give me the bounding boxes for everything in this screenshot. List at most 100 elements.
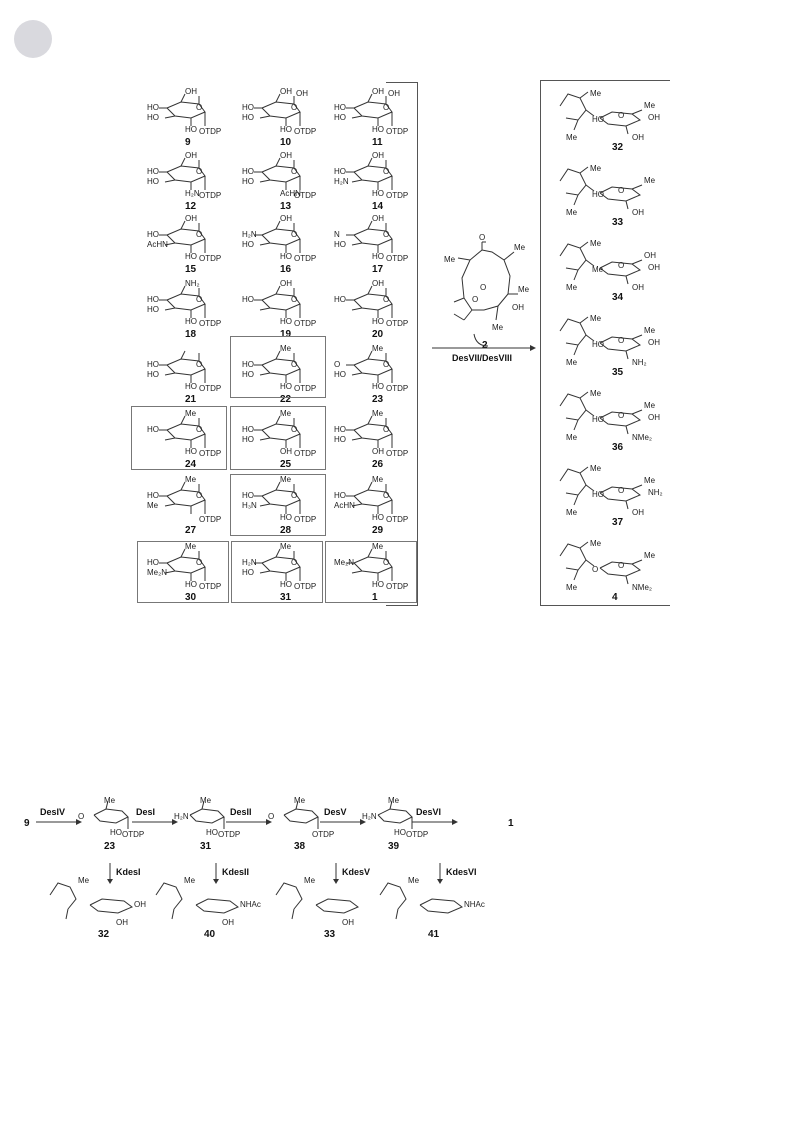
step-label: HO xyxy=(206,828,218,837)
step-enzyme: DesI xyxy=(136,807,155,817)
sugar-label: HO xyxy=(242,370,254,379)
step-enzyme: DesIV xyxy=(40,807,65,817)
library-bracket xyxy=(386,82,418,606)
m2-label-4: O xyxy=(472,295,478,304)
sugar-label: OH xyxy=(280,447,292,456)
product-number: 32 xyxy=(612,142,624,153)
sugar-label: Me xyxy=(280,542,292,551)
product-label: Me xyxy=(644,176,656,185)
sugar-label: OH xyxy=(280,214,292,223)
sugar-label: HO xyxy=(334,425,346,434)
sugar-number: 25 xyxy=(280,459,292,470)
sugar-label: HO xyxy=(280,252,292,261)
sugar-label: OTDP xyxy=(386,449,408,458)
product-number: 4 xyxy=(612,592,618,603)
ring-oxygen: O xyxy=(618,111,624,120)
product-label: Me xyxy=(566,583,578,592)
sugar-label: HO xyxy=(147,103,159,112)
sugar-label: HO xyxy=(372,580,384,589)
step-label: H₂N xyxy=(174,812,189,821)
product-label: Me xyxy=(590,89,602,98)
glycosyl-me: Me xyxy=(304,876,316,885)
sugar-label: OTDP xyxy=(386,319,408,328)
sugar-label: OTDP xyxy=(199,449,221,458)
sugar-label: HO xyxy=(334,113,346,122)
product-label: Me xyxy=(644,401,656,410)
sugar-label: Me xyxy=(185,542,197,551)
ring-oxygen: O xyxy=(383,360,389,369)
glycosyl-sub: NHAc xyxy=(240,900,261,909)
ring-oxygen: O xyxy=(291,230,297,239)
step-enzyme: DesV xyxy=(324,807,347,817)
m2-label-6: OH xyxy=(512,303,524,312)
highlight-box-24 xyxy=(131,406,227,470)
sugar-label: OTDP xyxy=(294,127,316,136)
product-label: Me xyxy=(566,358,578,367)
product-label: Me xyxy=(644,476,656,485)
glycosyl-enzyme: KdesV xyxy=(342,867,370,877)
m2-label-3: O xyxy=(480,283,486,292)
sugar-label: OTDP xyxy=(294,449,316,458)
sugar-label: HO xyxy=(372,252,384,261)
product-label: NMe₂ xyxy=(632,583,652,592)
ring-oxygen: O xyxy=(291,295,297,304)
sugar-label: HO xyxy=(242,491,254,500)
product-label: Me xyxy=(590,314,602,323)
sugar-label: HO xyxy=(334,370,346,379)
sugar-label: HO xyxy=(147,491,159,500)
sugar-label: HO xyxy=(242,435,254,444)
sugar-label: AcHN xyxy=(280,189,301,198)
highlight-box-28 xyxy=(230,474,326,536)
sugar-label: Me xyxy=(280,475,292,484)
product-label: Me xyxy=(566,508,578,517)
glycosyl-sub: NHAc xyxy=(464,900,485,909)
ring-oxygen: O xyxy=(196,491,202,500)
ring-oxygen: O xyxy=(383,295,389,304)
product-label: OH xyxy=(648,338,660,347)
product-label: Me xyxy=(566,433,578,442)
ring-oxygen: O xyxy=(383,167,389,176)
glycosyl-number: 40 xyxy=(204,929,216,940)
glycosyl-me: Me xyxy=(184,876,196,885)
product-number: 33 xyxy=(612,217,624,228)
m2-label-7: Me xyxy=(492,323,504,332)
sugar-label: HO xyxy=(242,425,254,434)
sugar-number: 17 xyxy=(372,264,384,275)
product-label: Me xyxy=(644,326,656,335)
sugar-label: HO xyxy=(334,295,346,304)
product-label: Me xyxy=(644,551,656,560)
product-label: Me xyxy=(566,283,578,292)
sugar-label: OH xyxy=(185,87,197,96)
highlight-box-31 xyxy=(231,541,323,603)
sugar-number: 26 xyxy=(372,459,384,470)
sugar-number: 15 xyxy=(185,264,197,275)
sugar-label: OH xyxy=(388,89,400,98)
sugar-number: 9 xyxy=(185,137,191,148)
sugar-label: HO xyxy=(242,240,254,249)
sugar-label: OTDP xyxy=(294,582,316,591)
step-enzyme: DesII xyxy=(230,807,252,817)
sugar-label: HO xyxy=(280,125,292,134)
sugar-label: HO xyxy=(185,125,197,134)
sugar-label: HO xyxy=(242,568,254,577)
ring-oxygen: O xyxy=(291,558,297,567)
sugar-label: OTDP xyxy=(294,191,316,200)
sugar-number: 20 xyxy=(372,329,384,340)
